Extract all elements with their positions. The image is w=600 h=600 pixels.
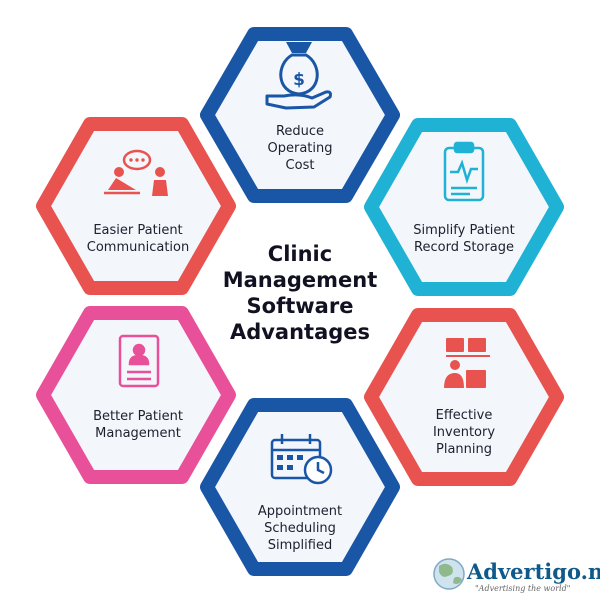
hex-label-line: Inventory — [433, 425, 495, 440]
hexagon-inventory: Effective Inventory Planning — [364, 308, 564, 486]
watermark-brand: Advertigo.net — [466, 559, 600, 584]
center-title-line: Software — [247, 294, 354, 318]
hex-label-line: Simplify Patient — [413, 223, 514, 238]
hex-label-line: Scheduling — [264, 521, 336, 536]
hexagon-communication: Easier Patient Communication — [36, 117, 236, 295]
hexagon-outline — [364, 118, 564, 296]
hex-label-line: Simplified — [268, 538, 332, 553]
hex-label-line: Easier Patient — [93, 223, 182, 238]
calendar-clock-icon — [270, 434, 333, 485]
watermark-tagline: "Advertising the world" — [475, 584, 570, 593]
hex-label-line: Better Patient — [93, 409, 183, 424]
hex-label-line: Planning — [436, 442, 492, 457]
hex-label-line: Communication — [87, 240, 189, 255]
hexagon-outline — [364, 308, 564, 486]
patient-profile-icon — [118, 334, 160, 388]
hex-label-line: Cost — [286, 158, 315, 173]
svg-text:$: $ — [293, 70, 305, 90]
hexagon-outline — [36, 306, 236, 484]
center-title-line: Management — [223, 268, 378, 292]
globe-icon — [433, 558, 465, 590]
hexagon-outline — [200, 27, 400, 203]
hexagon-reduce-cost: $ Reduce Operating Cost — [200, 27, 400, 203]
money-bag-hand-icon: $ — [265, 42, 332, 110]
boxes-worker-icon — [444, 338, 490, 388]
hex-label-line: Operating — [268, 141, 333, 156]
clipboard-chart-icon — [443, 141, 485, 202]
hex-label-line: Reduce — [276, 124, 324, 139]
hexagon-outline — [36, 117, 236, 295]
center-title: Clinic Management Software Advantages — [223, 242, 378, 344]
hexagon-record-storage: Simplify Patient Record Storage — [364, 118, 564, 296]
center-title-line: Advantages — [230, 320, 370, 344]
hexagon-management: Better Patient Management — [36, 306, 236, 484]
watermark: Advertigo.net "Advertising the world" — [433, 558, 600, 593]
hex-label-line: Record Storage — [414, 240, 514, 255]
doctor-patient-chat-icon — [104, 149, 168, 196]
hex-label-line: Management — [95, 426, 181, 441]
hex-label-line: Effective — [436, 408, 493, 423]
center-title-line: Clinic — [268, 242, 332, 266]
hexagon-scheduling: Appointment Scheduling Simplified — [200, 398, 400, 576]
hexagon-outline — [200, 398, 400, 576]
hex-label-line: Appointment — [258, 504, 342, 519]
